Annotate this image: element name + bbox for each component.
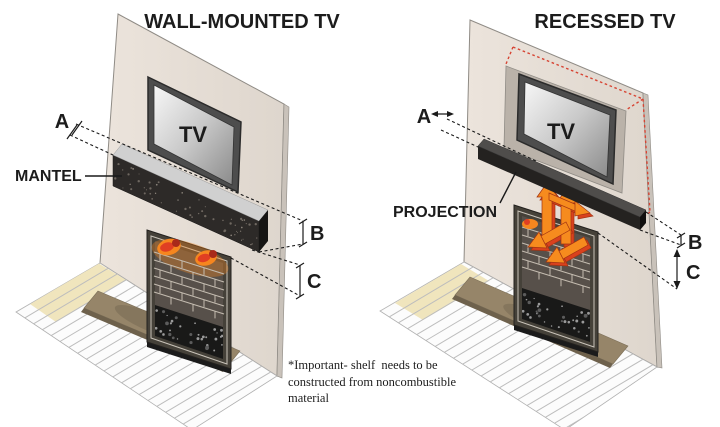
dim-b-bottom-right (639, 229, 682, 246)
left-title: WALL-MOUNTED TV (144, 11, 340, 33)
left-tv-label: TV (179, 122, 207, 147)
left-tv: TV (147, 75, 242, 194)
projection-shelf (477, 138, 647, 230)
recessed-diagram: TV (379, 11, 702, 427)
right-tv-label: TV (547, 119, 575, 144)
left-flames (157, 238, 217, 266)
dim-a-rail-1 (75, 123, 304, 222)
right-wall-edge (642, 92, 663, 369)
right-dimensions: A B C PROJECTION (393, 106, 702, 290)
dim-a-label-right: A (417, 106, 431, 128)
right-title: RECESSED TV (534, 11, 676, 33)
mantel-end (259, 210, 268, 252)
heat-flow-arrows (527, 182, 594, 267)
right-cream-planks (395, 264, 489, 320)
left-fireplace (146, 229, 232, 374)
projection-label: PROJECTION (393, 204, 497, 221)
shelf-front (478, 146, 640, 230)
dim-b-line-bottom (258, 243, 304, 253)
left-firebox-bricks (153, 251, 225, 319)
wall-mounted-diagram: TV A B C MANTEL WALL-MOUNTED TV (15, 11, 340, 427)
dim-c-line-bottom (230, 257, 301, 297)
dim-a-rail-2 (69, 134, 114, 156)
right-coal-bed (522, 288, 590, 342)
dim-c-line-top (251, 249, 301, 266)
shelf-end (640, 210, 646, 230)
dim-b-label-left: B (310, 223, 324, 245)
heat-arrows (527, 182, 591, 264)
left-wall-edge (276, 103, 290, 379)
right-tv-screen (523, 81, 611, 178)
noncombustible-note: *Important- shelf needs to be constructe… (288, 358, 457, 405)
dim-a-label-left: A (55, 111, 69, 133)
left-mantel (112, 143, 269, 253)
mantel-label: MANTEL (15, 168, 82, 185)
projection-callout-line (499, 171, 517, 204)
dim-a-rail-2-right (440, 129, 479, 148)
left-coal-bed (155, 305, 223, 359)
dim-c-bottom-right (597, 232, 678, 290)
dim-b-top-right (645, 211, 682, 236)
left-dimensions: A B C MANTEL (15, 111, 324, 300)
dim-c-label-left: C (307, 271, 321, 293)
left-tv-screen (153, 84, 235, 186)
dim-b-label-right: B (688, 232, 702, 254)
right-tv: TV (516, 72, 617, 186)
dim-c-label-right: C (686, 262, 700, 284)
left-cream-planks (30, 263, 126, 322)
